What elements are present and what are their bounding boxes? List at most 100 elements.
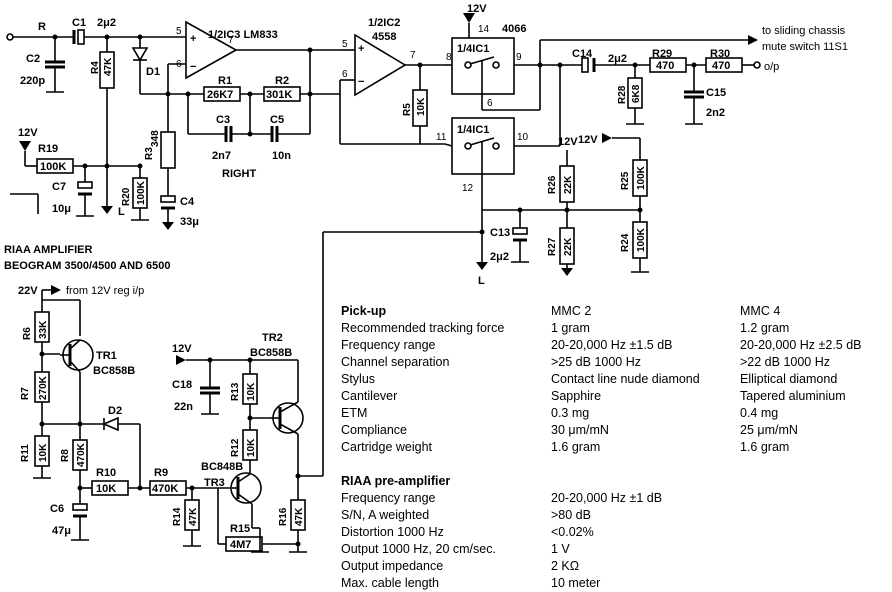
ic1-gate-b-label: 1/4IC1 <box>457 124 489 136</box>
spec-mmc4: Tapered aluminium <box>740 389 846 403</box>
spec-label: Output impedance <box>341 559 444 573</box>
output-terminal <box>753 61 761 69</box>
r1-resistor <box>203 86 241 102</box>
c2-value: 220p <box>20 75 45 87</box>
c14-ref: C14 <box>572 48 593 60</box>
input-label: R <box>38 21 46 33</box>
c6-value: 47μ <box>52 525 71 537</box>
r11-ref: R11 <box>20 444 31 462</box>
svg-text:−: − <box>358 76 364 88</box>
r7-value: 270K <box>38 375 49 400</box>
c13-value: 2μ2 <box>490 251 509 263</box>
spec-mmc2: 1.6 gram <box>551 440 601 454</box>
ic1-gate-a-label: 1/4IC1 <box>457 43 489 55</box>
svg-text:12V: 12V <box>467 3 487 15</box>
r12-value: 10K <box>246 438 257 457</box>
d2-ref: D2 <box>108 405 122 417</box>
c1-value: 2μ2 <box>97 17 116 29</box>
r25-value: 100K <box>636 165 647 190</box>
c7-capacitor <box>77 181 93 189</box>
spec-label: Max. cable length <box>341 576 439 590</box>
spec-mmc2: >80 dB <box>551 508 591 522</box>
spec-mmc2: 20-20,000 Hz ±1.5 dB <box>551 338 673 352</box>
svg-text:11: 11 <box>436 132 447 143</box>
tr1-ref: TR1 <box>96 350 117 362</box>
r2-value: 301K <box>266 89 292 101</box>
r2-ref: R2 <box>275 75 289 87</box>
spec-label: ETM <box>341 406 368 420</box>
svg-text:9: 9 <box>516 52 522 63</box>
c18-ref: C18 <box>172 379 192 391</box>
d1-ref: D1 <box>146 66 160 78</box>
c18-value: 22n <box>174 401 193 413</box>
r6-value: 33K <box>38 320 49 339</box>
svg-text:8: 8 <box>446 52 452 63</box>
ic2-label-a: 1/2IC2 <box>368 17 400 29</box>
r13-ref: R13 <box>230 382 241 401</box>
r30-value: 470 <box>712 60 730 72</box>
r15-ref: R15 <box>230 523 250 535</box>
c15-value: 2n2 <box>706 107 725 119</box>
tr2-ref: TR2 <box>262 332 283 344</box>
ic3-label: 1/2IC3 LM833 <box>208 29 278 41</box>
r25-ref: R25 <box>620 171 631 190</box>
spec-table-mmc4: MMC 4 1.2 gram 20-20,000 Hz ±2.5 dB >22 … <box>740 303 892 456</box>
svg-text:L: L <box>478 275 485 287</box>
svg-text:12V: 12V <box>578 134 598 146</box>
r11-value: 10K <box>38 443 49 462</box>
svg-text:12V: 12V <box>172 343 192 355</box>
spec-mmc2: 1 V <box>551 542 570 556</box>
r14-value: 47K <box>188 507 199 526</box>
svg-text:12V: 12V <box>558 136 578 148</box>
spec-mmc2: Sapphire <box>551 389 602 403</box>
tr3-ref: TR3 <box>204 477 225 489</box>
ic2-opamp <box>354 33 407 97</box>
spec-mmc4: 20-20,000 Hz ±2.5 dB <box>740 338 862 352</box>
r10-ref: R10 <box>96 467 116 479</box>
r9-value: 470K <box>152 483 178 495</box>
spec-label: Frequency range <box>341 491 436 505</box>
spec-mmc2: Contact line nude diamond <box>551 372 700 386</box>
spec-mmc4: 25 μm/mN <box>740 423 798 437</box>
spec-label: Compliance <box>341 423 408 437</box>
spec-table-labels: Pick-up Recommended tracking force Frequ… <box>341 303 551 592</box>
spec-mmc2: MMC 2 <box>551 304 592 318</box>
r20-ref: R20 <box>121 187 132 206</box>
svg-text:7: 7 <box>410 50 416 61</box>
r13-value: 10K <box>246 382 257 401</box>
r29-value: 470 <box>656 60 674 72</box>
r24-value: 100K <box>636 227 647 252</box>
c5-ref: C5 <box>270 114 284 126</box>
r3-resistor <box>160 131 176 169</box>
spec-mmc2: <0.02% <box>551 525 594 539</box>
r19-value: 100K <box>40 161 66 173</box>
supply-note: from 12V reg i/p <box>66 285 144 297</box>
c2-ref: C2 <box>26 53 40 65</box>
spec-mmc4: 1.2 gram <box>740 321 790 335</box>
spec-mmc2: 2 KΩ <box>551 559 580 573</box>
r9-ref: R9 <box>154 467 168 479</box>
c1-ref: C1 <box>72 17 86 29</box>
r28-ref: R28 <box>617 85 628 104</box>
r1-value: 26K7 <box>207 89 233 101</box>
r29-ref: R29 <box>652 48 672 60</box>
tr3-value: BC848B <box>201 461 243 473</box>
c3-value: 2n7 <box>212 150 231 162</box>
c6-capacitor <box>72 503 88 511</box>
spec-mmc2: 30 μm/mN <box>551 423 609 437</box>
d1-diode <box>131 47 149 62</box>
c4-capacitor <box>160 195 176 203</box>
c4-value: 33μ <box>180 216 199 228</box>
svg-text:14: 14 <box>478 24 490 35</box>
c5-value: 10n <box>272 150 291 162</box>
ic1-part: 4066 <box>502 23 526 35</box>
output-label: o/p <box>764 61 779 73</box>
r27-value: 22K <box>563 237 574 256</box>
r19-ref: R19 <box>38 143 58 155</box>
tr1-value: BC858B <box>93 365 135 377</box>
r8-value: 470K <box>76 442 87 467</box>
r1-ref: R1 <box>218 75 232 87</box>
r7-ref: R7 <box>20 387 31 400</box>
r5-value: 10K <box>416 97 427 116</box>
spec-mmc2: 10 meter <box>551 576 601 590</box>
